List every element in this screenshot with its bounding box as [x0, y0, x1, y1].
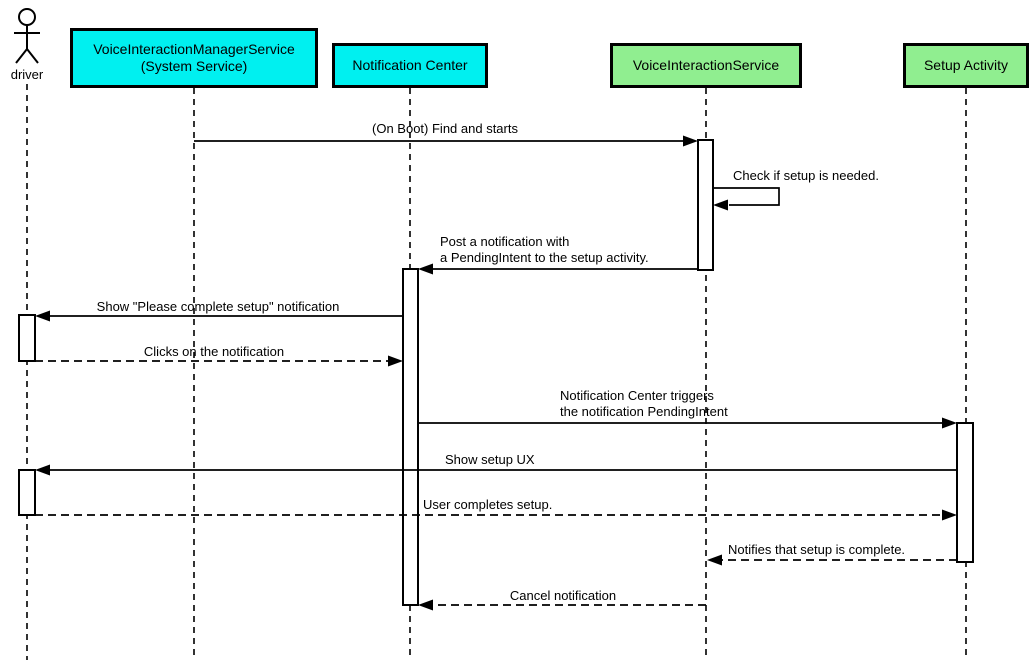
- arrowhead-check-setup-self: [713, 199, 728, 211]
- message-label-trigger-pendingintent: Notification Center triggers the notific…: [560, 388, 728, 419]
- message-label-find-and-starts: (On Boot) Find and starts: [372, 121, 518, 136]
- arrowhead-clicks-notification: [388, 355, 403, 367]
- arrowhead-find-and-starts: [683, 135, 698, 147]
- arrowhead-trigger-pendingintent: [942, 417, 957, 429]
- message-label-notifies-setup-complete: Notifies that setup is complete.: [728, 542, 906, 557]
- actor-leg-right: [26, 48, 39, 64]
- message-arrows: [35, 135, 957, 611]
- actor-head: [18, 8, 36, 26]
- activation-bar-driver-2: [18, 469, 36, 516]
- actor-label-driver: driver: [10, 67, 44, 82]
- message-label-clicks-notification: Clicks on the notification: [143, 344, 285, 359]
- arrowhead-notifies-setup-complete: [707, 554, 722, 566]
- arrowhead-show-notification: [35, 310, 50, 322]
- activation-bar-notification-center: [402, 268, 419, 606]
- arrowhead-post-notification: [418, 263, 433, 275]
- participant-notification-center: Notification Center: [332, 43, 488, 88]
- activation-bars: [18, 139, 974, 606]
- message-label-cancel-notification: Cancel notification: [509, 588, 617, 603]
- actor-icon: [14, 8, 40, 64]
- message-label-show-setup-ux: Show setup UX: [445, 452, 535, 467]
- actor-leg-left: [15, 48, 28, 64]
- participant-setup-activity: Setup Activity: [903, 43, 1029, 88]
- arrowhead-cancel-notification: [418, 599, 433, 611]
- activation-bar-setup-activity: [956, 422, 974, 563]
- activation-bar-voice-interaction-service: [697, 139, 714, 271]
- activation-bar-driver-1: [18, 314, 36, 362]
- message-label-show-notification: Show "Please complete setup" notificatio…: [96, 299, 340, 314]
- arrow-check-setup-self: [713, 187, 780, 206]
- arrowhead-user-completes-setup: [942, 509, 957, 521]
- message-label-user-completes-setup: User completes setup.: [423, 497, 553, 512]
- arrowhead-show-setup-ux: [35, 464, 50, 476]
- message-label-check-setup: Check if setup is needed.: [733, 168, 879, 183]
- participant-voice-interaction-service: VoiceInteractionService: [610, 43, 802, 88]
- message-label-post-notification: Post a notification with a PendingIntent…: [440, 234, 649, 265]
- participant-voice-interaction-manager-service: VoiceInteractionManagerService (System S…: [70, 28, 318, 88]
